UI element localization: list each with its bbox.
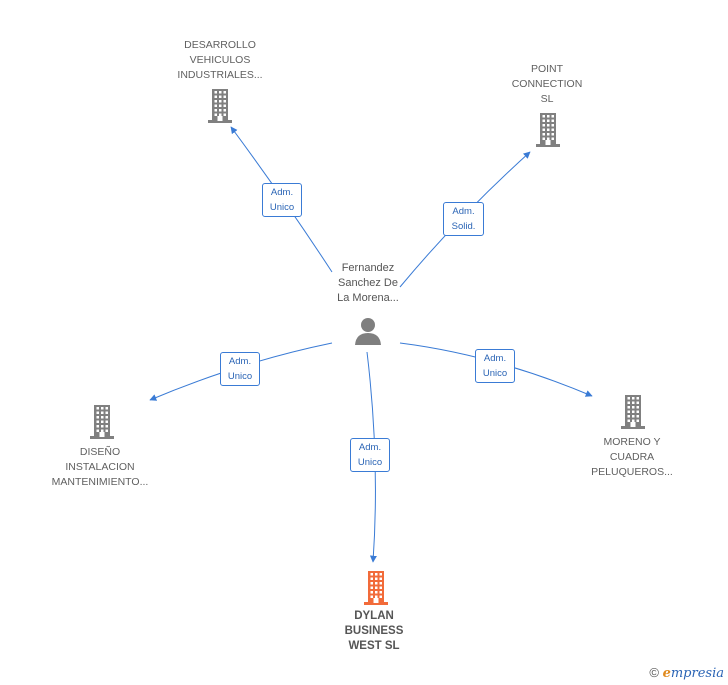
node-label-dylan[interactable]: DYLAN BUSINESS WEST SL	[321, 609, 427, 654]
building-icon	[533, 112, 563, 153]
edge-label-line: Unico	[482, 368, 508, 379]
copyright-icon: ©	[649, 665, 659, 680]
building-icon	[618, 394, 648, 435]
edge-label-line: Adm.	[358, 442, 382, 453]
footer-brand[interactable]: © empresia	[649, 665, 724, 681]
edge-label-desarrollo: Adm. Unico	[262, 183, 302, 217]
node-label-line: Sanchez De	[338, 277, 398, 289]
building-icon	[87, 404, 117, 445]
edge-label-line: Unico	[357, 457, 383, 468]
building-icon	[205, 88, 235, 129]
edge-label-line: Unico	[269, 202, 295, 213]
node-label-line: PELUQUEROS...	[591, 466, 673, 478]
edge-label-line: Adm.	[228, 356, 252, 367]
node-label-line: CUADRA	[609, 451, 655, 463]
node-label-line: DYLAN	[354, 610, 394, 622]
edge-label-line: Solid.	[451, 221, 476, 232]
node-label-line: DESARROLLO	[184, 39, 256, 51]
edge-label-line: Adm.	[270, 187, 294, 198]
brand-initial: e	[662, 666, 671, 681]
edge-label-point: Adm. Solid.	[443, 202, 484, 236]
node-label-point[interactable]: POINT CONNECTION SL	[497, 62, 597, 107]
node-label-line: BUSINESS	[344, 625, 404, 637]
edge-label-line: Adm.	[452, 206, 475, 217]
node-label-diseno[interactable]: DISEÑO INSTALACION MANTENIMIENTO...	[40, 445, 160, 490]
node-label-line: Fernandez	[341, 262, 395, 274]
node-label-moreno[interactable]: MORENO Y CUADRA PELUQUEROS...	[572, 435, 692, 480]
node-label-line: MANTENIMIENTO...	[51, 476, 149, 488]
person-icon	[353, 316, 383, 351]
node-label-line: MORENO Y	[603, 436, 661, 448]
brand-logo: empresia	[663, 666, 724, 681]
building-icon-focus	[361, 570, 391, 611]
node-label-line: La Morena...	[337, 292, 399, 304]
edge-label-line: Adm.	[483, 353, 507, 364]
node-label-line: CONNECTION	[511, 78, 583, 90]
node-label-line: INSTALACION	[65, 461, 135, 473]
edge-label-dylan: Adm. Unico	[350, 438, 390, 472]
node-label-line: WEST SL	[348, 640, 400, 652]
edge-label-line: Unico	[227, 371, 253, 382]
node-label-line: SL	[540, 93, 554, 105]
node-label-line: VEHICULOS	[189, 54, 251, 66]
node-label-line: INDUSTRIALES...	[177, 69, 263, 81]
edge-label-diseno: Adm. Unico	[220, 352, 260, 386]
node-label-line: DISEÑO	[79, 446, 121, 458]
node-label-line: POINT	[530, 63, 564, 75]
node-label-center-person[interactable]: Fernandez Sanchez De La Morena...	[318, 261, 418, 306]
edge-label-moreno: Adm. Unico	[475, 349, 515, 383]
brand-name: mpresia	[670, 666, 724, 681]
node-label-desarrollo[interactable]: DESARROLLO VEHICULOS INDUSTRIALES...	[160, 38, 280, 83]
